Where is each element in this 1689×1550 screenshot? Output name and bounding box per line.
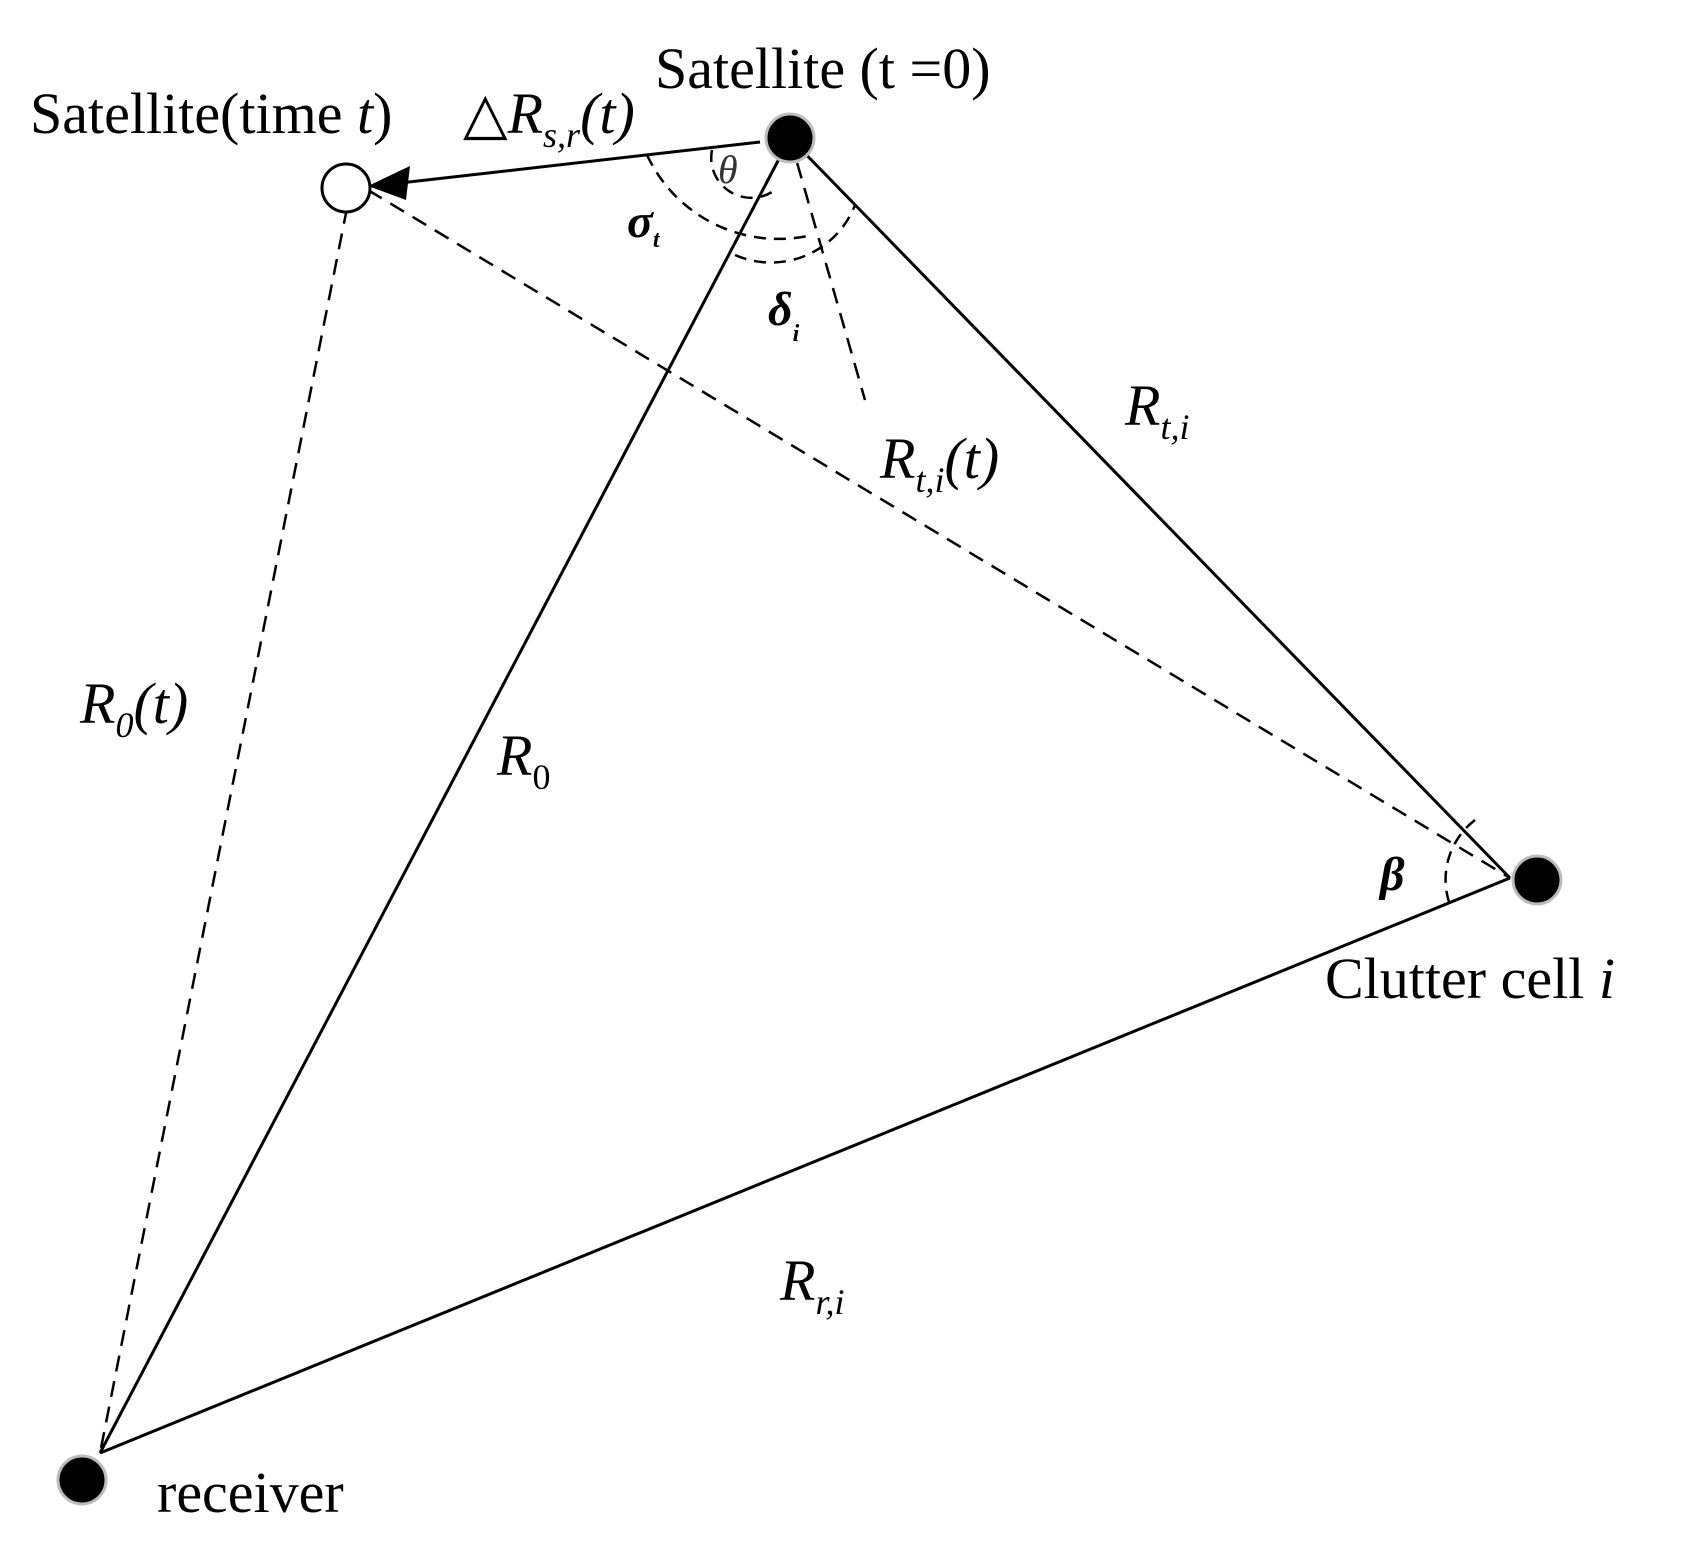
sigma-arc [645, 154, 813, 241]
reference-direction-line [788, 137, 867, 401]
edge-r0-t [98, 207, 349, 1454]
edge-rri [99, 876, 1511, 1455]
r-ti-label: Rt,i [1124, 373, 1189, 447]
beta-label: β [1378, 848, 1405, 901]
delta-range-label: △Rs,r(t) [463, 81, 635, 155]
clutter-cell-node [1511, 854, 1563, 906]
receiver-label: receiver [157, 1460, 344, 1525]
receiver-node [56, 1454, 108, 1506]
theta-arc [710, 149, 776, 200]
sigma-label: σt [627, 195, 661, 253]
r0-t-label: R0(t) [79, 671, 188, 745]
velocity-arrowhead [368, 166, 410, 200]
clutter-cell-label: Clutter cell i [1325, 946, 1615, 1011]
delta-i-label: δi [768, 283, 800, 347]
velocity-vector [399, 140, 761, 185]
satellite-time-t-node [320, 162, 372, 214]
satellite-t0-label: Satellite (t =0) [655, 36, 991, 101]
r-ri-label: Rr,i [779, 1248, 844, 1322]
delta-arc [734, 204, 857, 264]
edge-rti [788, 136, 1512, 880]
satellite-time-t-label: Satellite(time t) [30, 81, 392, 146]
edge-rti-t [367, 188, 1511, 880]
beta-arc [1444, 819, 1476, 906]
satellite-t0-node [764, 112, 816, 164]
edge-r0 [98, 137, 792, 1454]
theta-label: θ [718, 147, 738, 192]
r0-label: R0 [496, 723, 550, 797]
r-ti-t-label: Rt,i(t) [879, 426, 999, 500]
